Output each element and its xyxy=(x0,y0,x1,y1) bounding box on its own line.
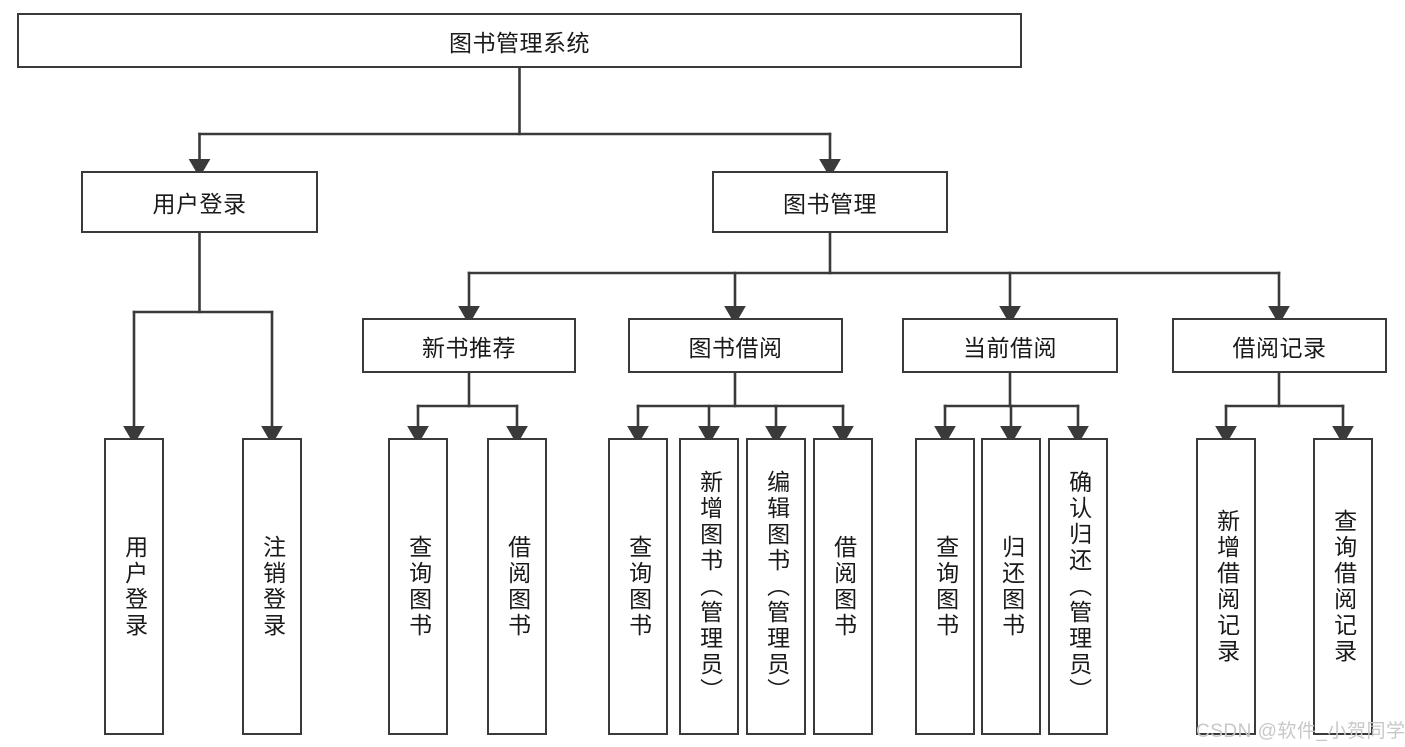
csdn-watermark: CSDN @软件_小贺同学 xyxy=(1196,721,1405,742)
leaf-node-label: 查询图书 xyxy=(405,534,432,639)
node-book-borrow-label: 图书借阅 xyxy=(688,334,783,361)
leaf-node-label: 借阅图书 xyxy=(830,534,857,639)
leaf-node-label: 确认归还（管理员） xyxy=(1065,469,1092,704)
leaf-node-label: 查询借阅记录 xyxy=(1330,508,1357,665)
leaf-node[interactable]: 注销登录 xyxy=(242,438,302,735)
leaf-node[interactable]: 查询图书 xyxy=(388,438,448,735)
node-book-management-label: 图书管理 xyxy=(783,191,877,217)
leaf-node[interactable]: 查询借阅记录 xyxy=(1313,438,1373,735)
node-new-book-recommend[interactable]: 新书推荐 xyxy=(362,318,576,373)
leaf-node[interactable]: 借阅图书 xyxy=(813,438,873,735)
node-current-borrow[interactable]: 当前借阅 xyxy=(902,318,1118,373)
leaf-node[interactable]: 借阅图书 xyxy=(487,438,547,735)
node-borrow-record-label: 借阅记录 xyxy=(1232,334,1327,361)
node-current-borrow-label: 当前借阅 xyxy=(963,334,1057,361)
leaf-node[interactable]: 用户登录 xyxy=(104,438,164,735)
leaf-node[interactable]: 新增借阅记录 xyxy=(1196,438,1256,735)
leaf-node-label: 用户登录 xyxy=(121,534,148,639)
node-user-login[interactable]: 用户登录 xyxy=(81,171,318,233)
node-user-login-label: 用户登录 xyxy=(152,191,247,217)
node-borrow-record[interactable]: 借阅记录 xyxy=(1172,318,1387,373)
node-root-label: 图书管理系统 xyxy=(449,29,590,56)
leaf-node-label: 注销登录 xyxy=(259,534,286,639)
leaf-node-label: 新增借阅记录 xyxy=(1213,508,1240,665)
leaf-node-label: 借阅图书 xyxy=(504,534,531,639)
leaf-node[interactable]: 新增图书（管理员） xyxy=(679,438,739,735)
leaf-node-label: 编辑图书（管理员） xyxy=(763,469,790,704)
node-root[interactable]: 图书管理系统 xyxy=(17,13,1022,68)
leaf-node[interactable]: 编辑图书（管理员） xyxy=(746,438,806,735)
leaf-node-label: 新增图书（管理员） xyxy=(696,469,723,704)
node-book-management[interactable]: 图书管理 xyxy=(712,171,948,233)
leaf-node-label: 查询图书 xyxy=(932,534,959,639)
connector-lines xyxy=(123,66,1354,445)
node-book-borrow[interactable]: 图书借阅 xyxy=(628,318,843,373)
leaf-node-label: 归还图书 xyxy=(998,534,1025,639)
node-new-book-recommend-label: 新书推荐 xyxy=(422,334,516,361)
leaf-node-label: 查询图书 xyxy=(625,534,652,639)
leaf-node[interactable]: 归还图书 xyxy=(981,438,1041,735)
leaf-node[interactable]: 查询图书 xyxy=(608,438,668,735)
leaf-node[interactable]: 确认归还（管理员） xyxy=(1048,438,1108,735)
leaf-node[interactable]: 查询图书 xyxy=(915,438,975,735)
